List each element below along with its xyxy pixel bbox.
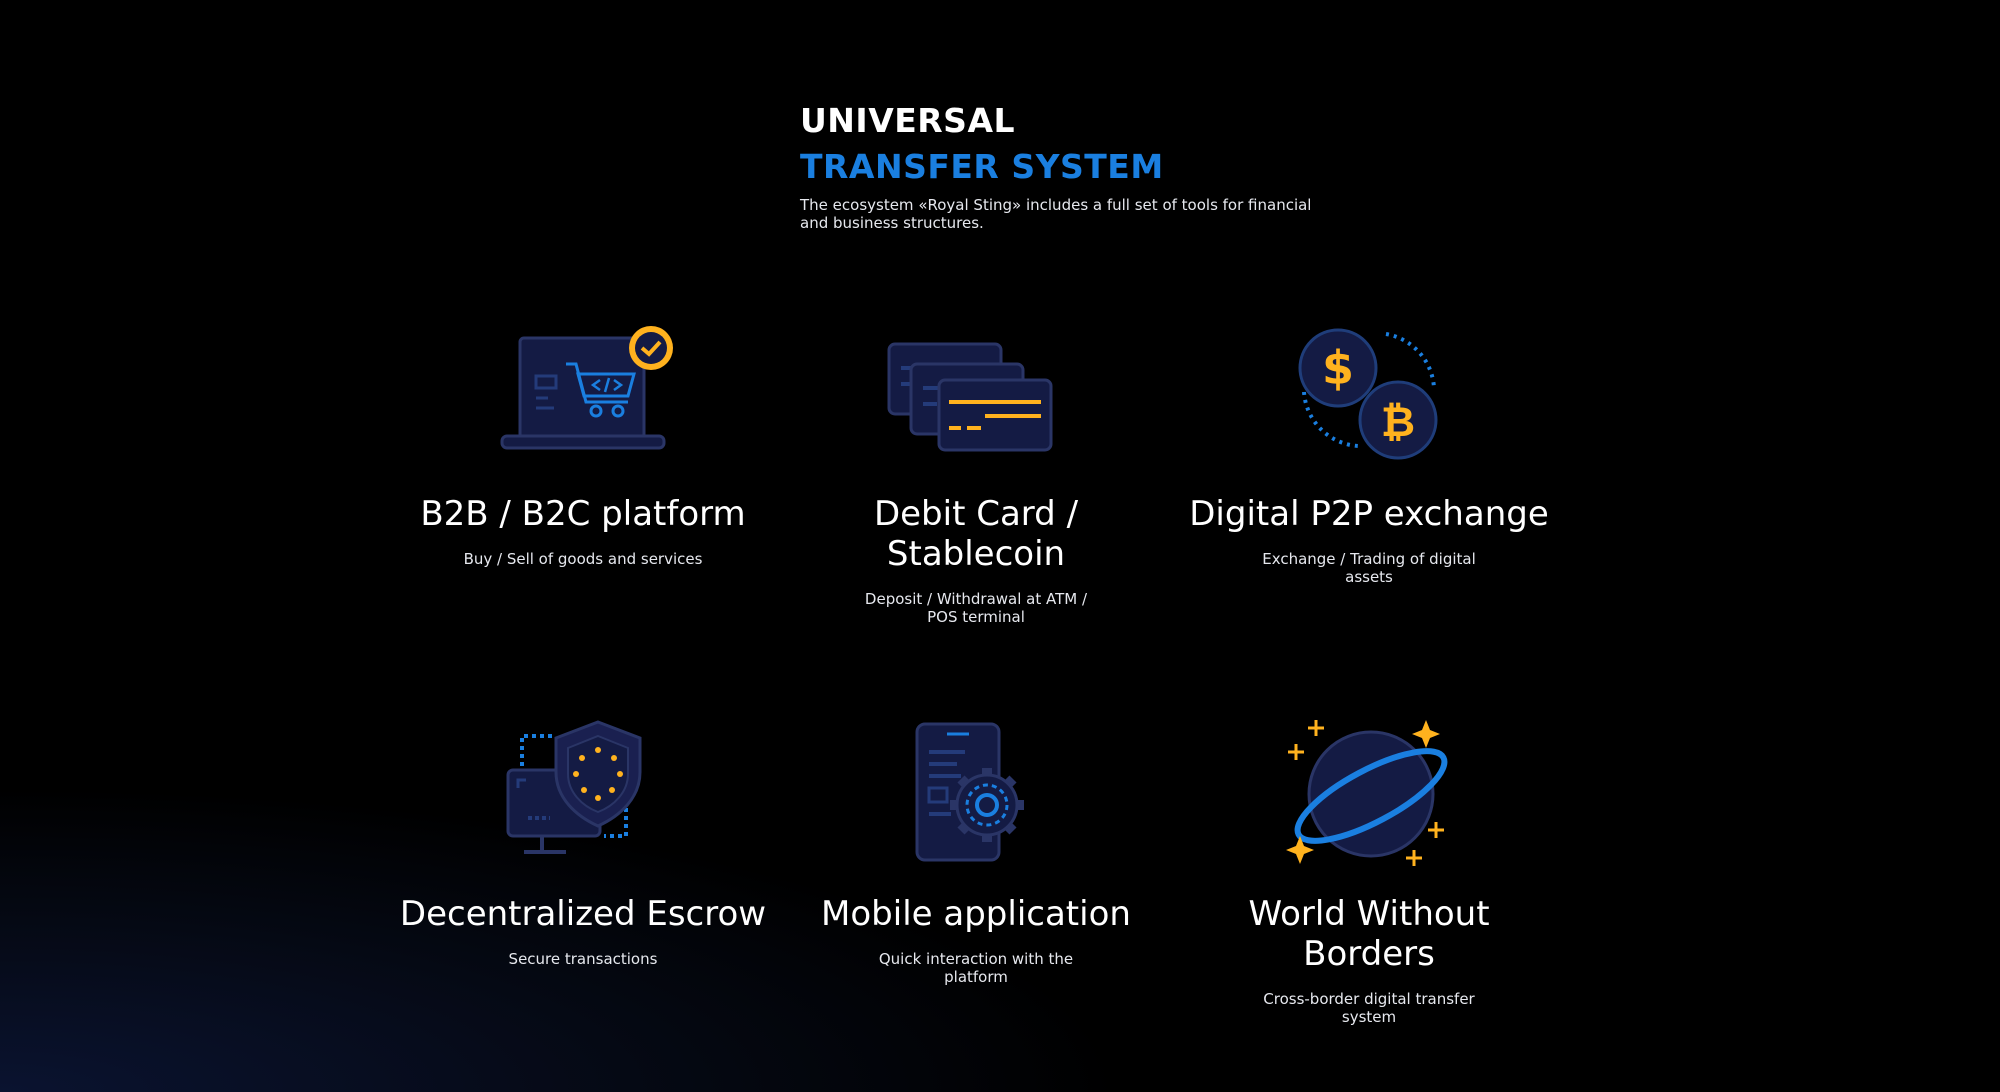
feature-b2b-platform: B2B / B2C platform Buy / Sell of goods a… — [393, 318, 773, 568]
planet-icon — [1286, 720, 1448, 866]
feature-world-without-borders: World Without Borders Cross-border digit… — [1179, 718, 1559, 1026]
feature-p2p-exchange: $ ₿ Digital P2P exchange Exchange / Trad… — [1179, 318, 1559, 586]
svg-text:₿: ₿ — [1381, 397, 1415, 446]
feature-title: World Without Borders — [1248, 894, 1490, 974]
title-line-2: TRANSFER SYSTEM — [800, 147, 1164, 186]
shield-monitor-icon — [506, 720, 642, 854]
feature-description: Cross-border digital transfer system — [1263, 990, 1475, 1026]
feature-escrow: Decentralized Escrow Secure transactions — [393, 718, 773, 968]
feature-title: Decentralized Escrow — [399, 894, 767, 934]
feature-description: Buy / Sell of goods and services — [463, 550, 703, 568]
phone-gear-icon — [915, 722, 1024, 862]
feature-description: Quick interaction with the platform — [878, 950, 1074, 986]
feature-title: Digital P2P exchange — [1189, 494, 1549, 534]
debit-cards-icon — [887, 342, 1053, 452]
feature-description: Secure transactions — [508, 950, 658, 968]
feature-debit-card: Debit Card / Stablecoin Deposit / Withdr… — [786, 318, 1166, 626]
feature-title: Mobile application — [821, 894, 1131, 934]
section-description: The ecosystem «Royal Sting» includes a f… — [800, 196, 1312, 232]
coin-exchange-icon: $ ₿ — [1298, 328, 1438, 460]
feature-description: Exchange / Trading of digital assets — [1262, 550, 1476, 586]
feature-description: Deposit / Withdrawal at ATM / POS termin… — [864, 590, 1088, 626]
feature-mobile-app: Mobile application Quick interaction wit… — [786, 718, 1166, 986]
laptop-cart-icon — [500, 326, 673, 450]
title-line-1: UNIVERSAL — [800, 101, 1016, 140]
feature-title: B2B / B2C platform — [420, 494, 746, 534]
feature-title: Debit Card / Stablecoin — [873, 494, 1079, 574]
svg-text:$: $ — [1322, 341, 1354, 395]
section-header: UNIVERSAL TRANSFER SYSTEM The ecosystem … — [800, 98, 1360, 232]
